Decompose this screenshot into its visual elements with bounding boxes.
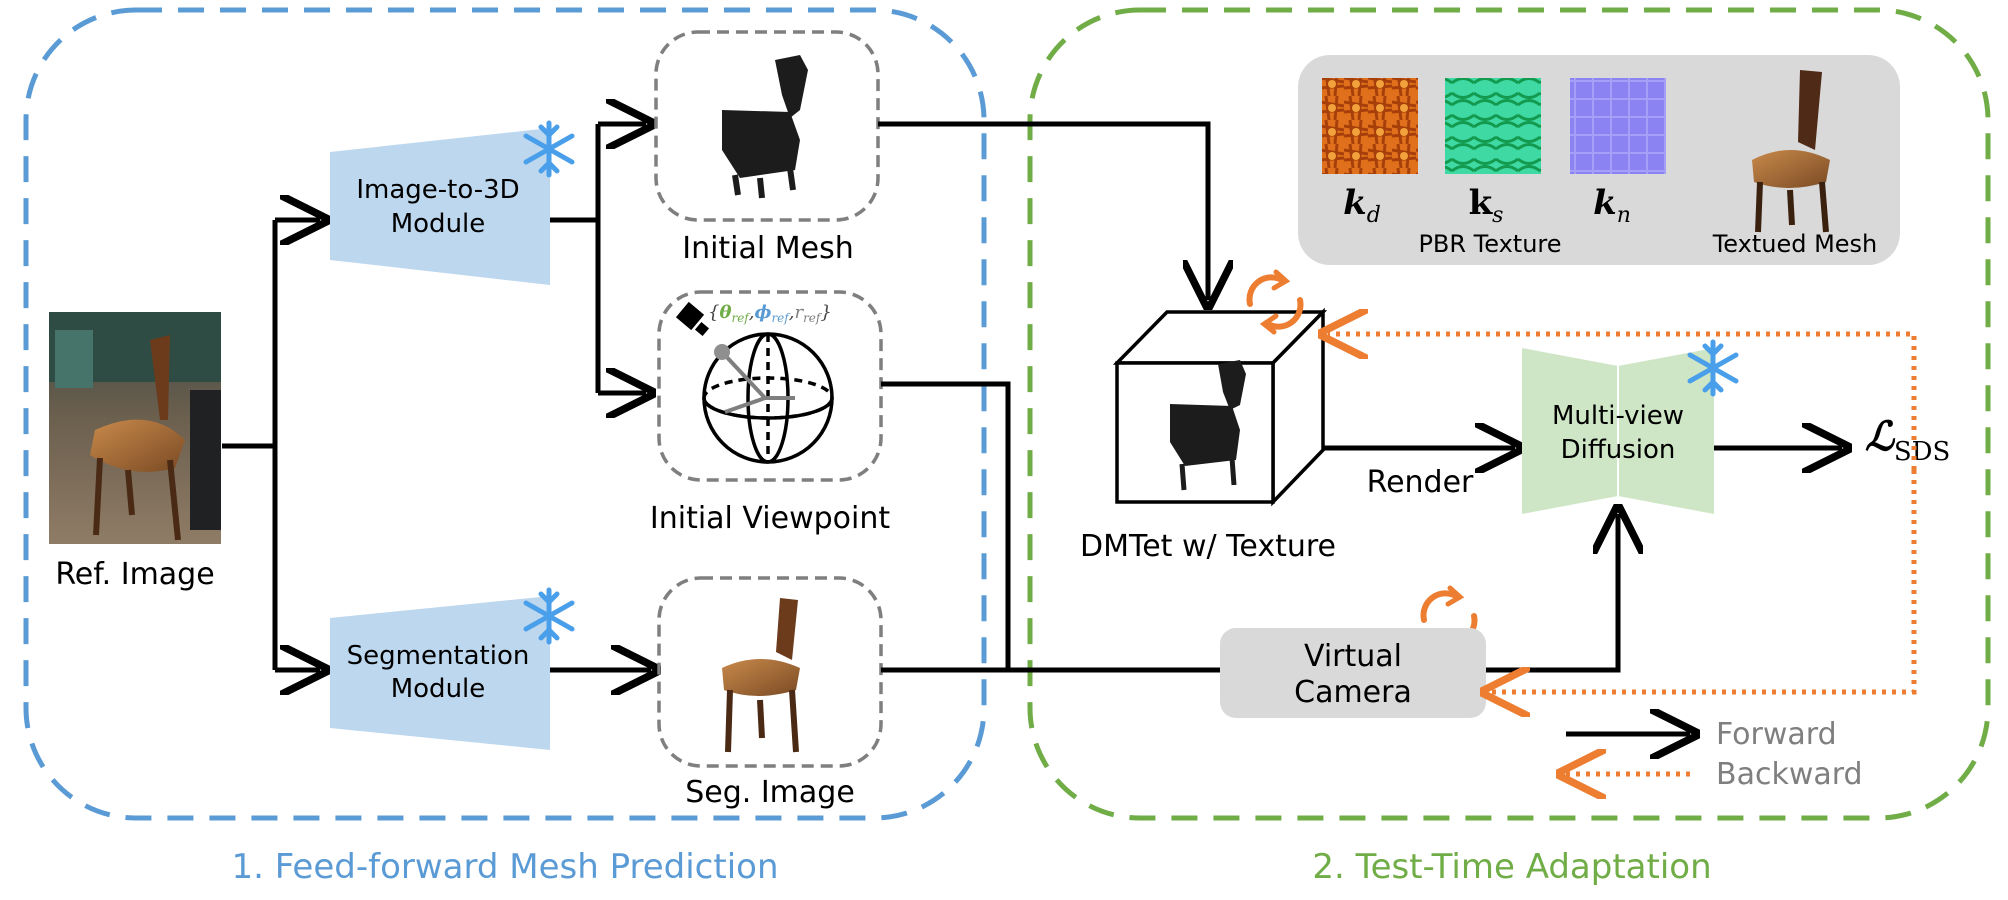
kd-texture xyxy=(1322,78,1418,174)
ks-label: ks xyxy=(1469,183,1504,228)
sds-loss: ℒSDS xyxy=(1865,413,1950,467)
cube-icon xyxy=(1112,307,1328,507)
snowflake-icon xyxy=(523,587,575,645)
stage1-title: 1. Feed-forward Mesh Prediction xyxy=(231,847,778,887)
textured-mesh-label: Textued Mesh xyxy=(1712,230,1878,258)
segmentation-module: Segmentation Module xyxy=(330,596,550,750)
virtual-camera-line2: Camera xyxy=(1294,675,1412,710)
ref-image-label: Ref. Image xyxy=(55,557,214,592)
forward-flow-cross xyxy=(878,121,1220,673)
multiview-diffusion: Multi-view Diffusion xyxy=(1522,348,1714,514)
forward-flow-camera xyxy=(1486,514,1618,673)
dmtet-mesh-thumbnail xyxy=(1170,360,1246,491)
camera-icon xyxy=(675,301,710,337)
stage2-region xyxy=(1027,7,1991,821)
kd-label: kd xyxy=(1343,183,1381,228)
seg-image-label: Seg. Image xyxy=(685,775,855,810)
snowflake-icon xyxy=(1687,339,1739,397)
forward-flow-stage1 xyxy=(222,124,651,670)
kn-texture xyxy=(1570,78,1666,174)
stage1-region xyxy=(23,7,987,821)
viewpoint-params: {θref,ϕref,rref} xyxy=(708,302,832,325)
legend: Forward Backward xyxy=(1566,717,1863,792)
diffusion-line2: Diffusion xyxy=(1561,435,1676,465)
sphere-icon xyxy=(702,332,834,464)
diffusion-line1: Multi-view xyxy=(1552,401,1684,431)
image-to-3d-line1: Image-to-3D xyxy=(356,175,519,205)
kn-label: kn xyxy=(1593,183,1631,228)
chair-thumbnail xyxy=(722,598,800,753)
render-label: Render xyxy=(1367,465,1474,500)
image-to-3d-module: Image-to-3D Module xyxy=(330,128,550,285)
textured-mesh-thumbnail xyxy=(1752,70,1830,233)
ks-texture xyxy=(1445,78,1541,174)
virtual-camera-box xyxy=(1220,628,1486,718)
initial-viewpoint-label: Initial Viewpoint xyxy=(650,501,890,536)
segmentation-line2: Module xyxy=(391,674,486,704)
refresh-icon xyxy=(1246,269,1304,335)
virtual-camera-line1: Virtual xyxy=(1304,639,1402,674)
backward-flow xyxy=(1328,334,1917,692)
legend-backward: Backward xyxy=(1716,757,1863,792)
dmtet-label: DMTet w/ Texture xyxy=(1080,529,1336,564)
ref-image xyxy=(49,312,221,544)
legend-forward: Forward xyxy=(1716,717,1837,752)
initial-mesh-label: Initial Mesh xyxy=(682,231,854,266)
segmentation-line1: Segmentation xyxy=(347,641,530,671)
snowflake-icon xyxy=(523,120,575,178)
mesh-thumbnail xyxy=(722,55,808,199)
stage2-title: 2. Test-Time Adaptation xyxy=(1312,847,1711,887)
pbr-label: PBR Texture xyxy=(1418,230,1561,258)
image-to-3d-line2: Module xyxy=(391,209,486,239)
